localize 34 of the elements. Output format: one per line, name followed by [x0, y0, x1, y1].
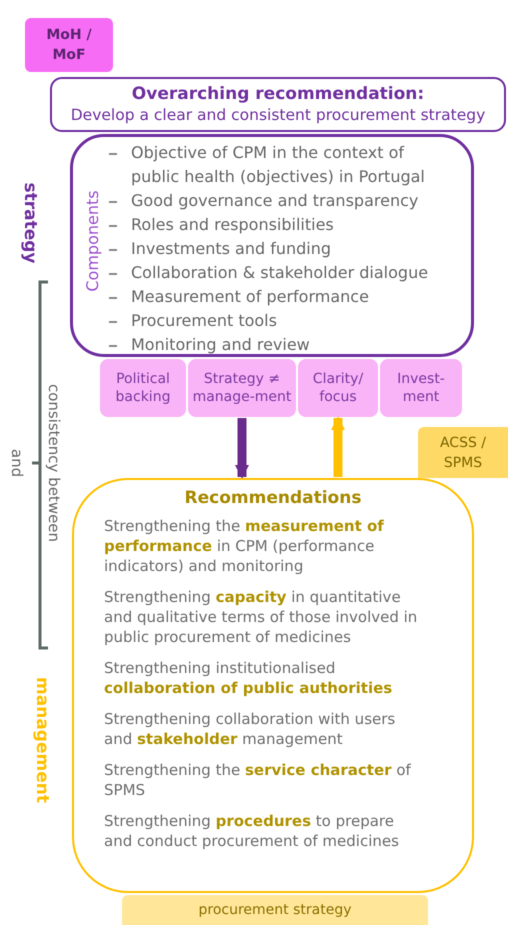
components-box: [70, 134, 474, 357]
block-arrow: [331, 416, 345, 477]
recommendation-text: Strengthening the service character of SPMS: [104, 760, 412, 800]
footer-bar: procurement strategy: [122, 895, 428, 925]
factor-box: Political backing: [100, 359, 186, 417]
list-item: Measurement of performance: [131, 286, 370, 308]
actor-tag: ACSS / SPMS: [418, 427, 508, 478]
recommendations-box: [72, 478, 474, 893]
recommendation-text: Strengthening the measurement of performance in CPM (performance indicators) and monitoring: [104, 516, 385, 576]
factor-box: Strategy ≠ manage-ment: [188, 359, 296, 417]
list-item: Monitoring and review: [131, 334, 311, 356]
recommendation-text: Strengthening capacity in quantitative and qualitative terms of those involved in public procurement of medicines: [104, 587, 418, 647]
recommendation-text: Strengthening collaboration with users and stakeholder management: [104, 709, 396, 749]
factor-box: Invest-ment: [380, 359, 462, 417]
list-item: Objective of CPM in the context of public health (objectives) in Portugal: [131, 142, 426, 188]
box-text: Develop a clear and consistent procurement strategy: [70, 105, 486, 126]
vertical-label: consistency between: [45, 384, 63, 542]
factor-box: Clarity/ focus: [298, 359, 378, 417]
box-heading: Recommendations: [184, 487, 362, 509]
block-arrow: [235, 418, 249, 479]
box-heading: Overarching recommendation:: [132, 83, 424, 105]
vertical-label: strategy: [21, 182, 39, 264]
list-item: Collaboration & stakeholder dialogue: [131, 262, 430, 284]
list-item: Investments and funding: [131, 238, 332, 260]
list-item: Procurement tools: [131, 310, 278, 332]
vertical-heading: Components: [84, 190, 102, 292]
list-item: Good governance and transparency: [131, 190, 420, 212]
recommendation-text: Strengthening procedures to prepare and conduct procurement of medicines: [104, 811, 400, 851]
vertical-label: and: [8, 448, 26, 478]
actor-tag: MoH / MoF: [25, 18, 113, 72]
vertical-label: management: [33, 677, 51, 803]
list-item: Roles and responsibilities: [131, 214, 335, 236]
recommendation-text: Strengthening institutionalised collaboration of public authorities: [104, 658, 394, 698]
recommendation-box: [50, 77, 506, 132]
